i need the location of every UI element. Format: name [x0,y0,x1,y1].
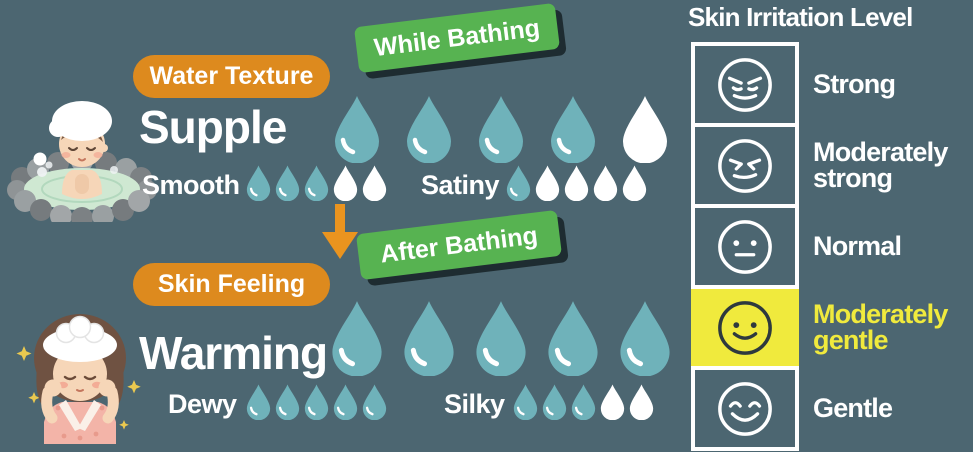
irritation-box-strong [691,42,799,127]
droplet-filled-icon [512,384,539,421]
droplet-filled-icon [473,300,529,377]
droplet-empty-icon [592,165,619,202]
irritation-box-moderately-gentle [691,285,799,370]
droplet-filled-icon [245,384,272,421]
droplet-filled-icon [617,300,673,377]
irritation-box-moderately-strong [691,123,799,208]
skin-feeling-badge: Skin Feeling [133,263,330,306]
silky-label: Silky [444,389,505,419]
down-arrow-icon [322,204,358,259]
droplet-filled-icon [548,95,598,164]
droplet-filled-icon [303,165,330,202]
water-texture-badge: Water Texture [133,55,330,98]
droplet-filled-icon [332,95,382,164]
moderately-strong-face-icon [718,138,772,193]
droplet-filled-icon [303,384,330,421]
droplet-empty-icon [534,165,561,202]
droplet-filled-icon [245,165,272,202]
droplet-filled-icon [361,384,388,421]
smooth-rating [245,165,388,202]
irritation-label-moderately-strong: Moderately strong [813,136,948,193]
droplet-filled-icon [476,95,526,164]
droplet-empty-icon [332,165,359,202]
irritation-title: Skin Irritation Level [688,2,913,32]
droplet-filled-icon [541,384,568,421]
warming-label: Warming [139,327,328,379]
droplet-empty-icon [620,95,670,164]
gentle-face-icon [718,381,772,436]
silky-rating [512,384,655,421]
droplet-filled-icon [505,165,532,202]
droplet-empty-icon [361,165,388,202]
droplet-filled-icon [329,300,385,377]
droplet-filled-icon [274,165,301,202]
while-bathing-banner: While Bathing [353,2,561,74]
droplet-filled-icon [401,300,457,377]
droplet-filled-icon [570,384,597,421]
normal-face-icon [718,219,772,274]
irritation-box-normal [691,204,799,289]
supple-rating [332,95,670,164]
dewy-rating [245,384,388,421]
moderately-gentle-face-icon [718,300,772,355]
satiny-label: Satiny [421,170,500,200]
strong-face-icon [718,57,772,112]
droplet-filled-icon [545,300,601,377]
after-bath-character-illustration [12,288,148,444]
irritation-label-moderately-gentle: Moderately gentle [813,298,948,355]
bathing-character-illustration [6,86,158,229]
dewy-label: Dewy [168,389,237,419]
droplet-filled-icon [404,95,454,164]
supple-label: Supple [139,101,287,153]
irritation-box-gentle [691,366,799,451]
warming-rating [329,300,673,377]
droplet-filled-icon [274,384,301,421]
smooth-label: Smooth [142,170,240,200]
irritation-label-strong: Strong [813,68,896,99]
after-bathing-banner: After Bathing [355,209,563,281]
droplet-empty-icon [621,165,648,202]
droplet-filled-icon [332,384,359,421]
irritation-label-normal: Normal [813,230,902,261]
droplet-empty-icon [563,165,590,202]
satiny-rating [505,165,648,202]
irritation-label-gentle: Gentle [813,392,893,423]
droplet-empty-icon [628,384,655,421]
droplet-empty-icon [599,384,626,421]
